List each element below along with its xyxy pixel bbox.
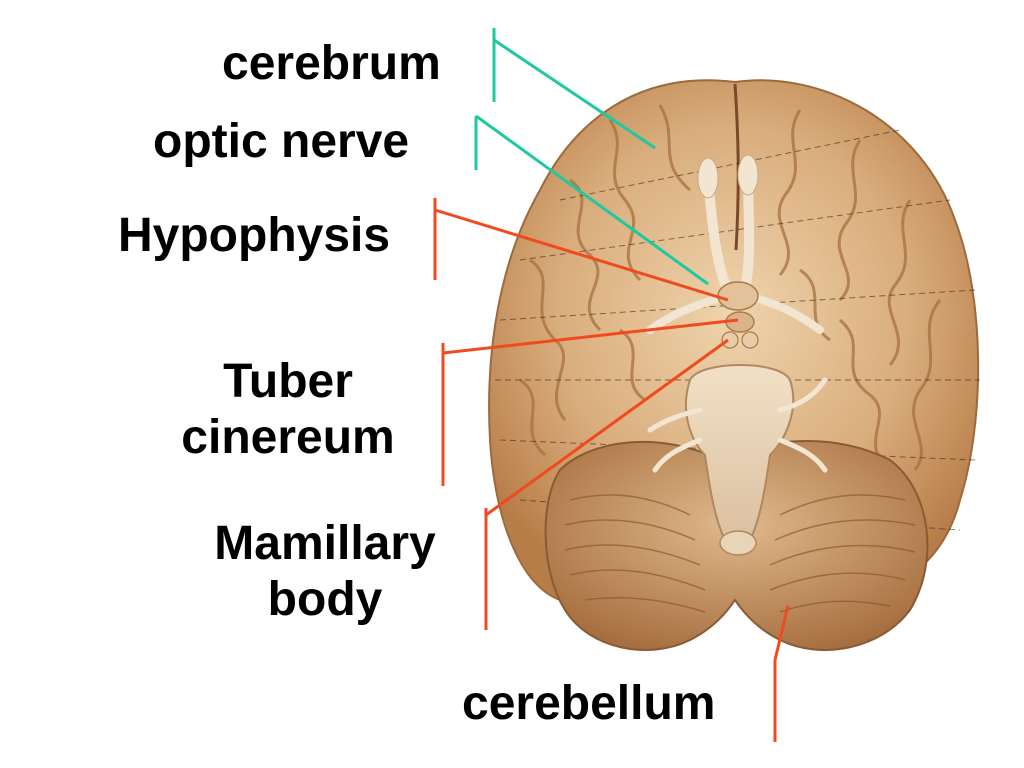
label-tuber-line2: cinereum: [181, 411, 395, 464]
label-mamillary-line1: Mamillary: [214, 517, 436, 570]
mamillary-body-left: [721, 331, 739, 349]
medulla-end: [719, 530, 757, 556]
label-tuber-line1: Tuber: [223, 355, 353, 408]
gyri: [519, 104, 942, 471]
label-cerebrum: cerebrum: [222, 37, 441, 90]
olfactory-bulb-left: [697, 157, 719, 199]
brainstem: [684, 364, 795, 541]
olfactory-bulb-right: [737, 154, 759, 196]
cranial-nerves: [647, 377, 828, 473]
hypophysis-shape: [717, 281, 759, 311]
teal-leaders: [474, 28, 709, 286]
longitudinal-fissure: [733, 83, 740, 251]
label-mamillary-line2: body: [267, 573, 383, 626]
label-tuber-cinereum: Tuber cinereum: [148, 354, 428, 466]
cerebellum-folia: [564, 494, 916, 613]
label-optic-nerve: optic nerve: [153, 115, 410, 168]
label-mamillary-body: Mamillary body: [195, 516, 455, 628]
mamillary-body-right: [741, 331, 759, 349]
label-hypophysis: Hypophysis: [118, 209, 391, 262]
red-leaders: [433, 198, 790, 742]
label-cerebellum: cerebellum: [462, 677, 716, 730]
